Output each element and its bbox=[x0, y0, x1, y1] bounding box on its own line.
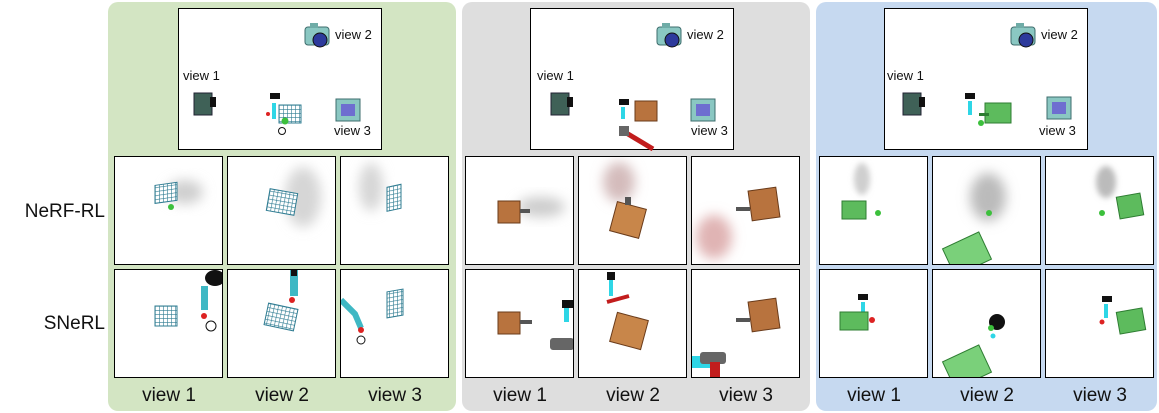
render-nerf-rl-view2 bbox=[932, 156, 1041, 265]
scene-setup-diagram: view 2 view 1 view 3 bbox=[530, 8, 734, 151]
panel-hammer: view 2 view 1 view 3 bbox=[462, 2, 810, 411]
row-label-snerl: SNeRL bbox=[43, 313, 105, 334]
scene-setup-diagram: view 2 view 1 view 3 bbox=[178, 8, 382, 150]
panel-soccer: view 2 view 1 view 3 bbox=[108, 2, 456, 411]
panel-drawer: view 2 view 1 view 3 bbox=[816, 2, 1157, 411]
column-label-view2: view 2 bbox=[960, 385, 1014, 406]
setup-label-view3: view 3 bbox=[334, 123, 371, 138]
render-snerl-view3 bbox=[1045, 269, 1154, 378]
column-label-view2: view 2 bbox=[606, 385, 660, 406]
camera-view2-icon bbox=[1010, 23, 1036, 48]
render-nerf-rl-view3 bbox=[340, 156, 449, 265]
setup-label-view3: view 3 bbox=[1039, 123, 1076, 138]
scene-setup-illustration bbox=[193, 23, 361, 135]
render-nerf-rl-view1 bbox=[114, 156, 223, 265]
render-nerf-rl-view1 bbox=[819, 156, 928, 265]
setup-label-view2: view 2 bbox=[335, 27, 372, 42]
setup-label-view2: view 2 bbox=[687, 27, 724, 42]
setup-label-view1: view 1 bbox=[183, 68, 220, 83]
scene-setup-illustration bbox=[550, 23, 716, 151]
render-nerf-rl-view3 bbox=[1045, 156, 1154, 265]
camera-view1-icon bbox=[902, 92, 925, 116]
render-nerf-rl-view2 bbox=[578, 156, 687, 265]
render-nerf-rl-view2 bbox=[227, 156, 336, 265]
column-label-view1: view 1 bbox=[142, 385, 196, 406]
setup-label-view1: view 1 bbox=[537, 68, 574, 83]
camera-view1-icon bbox=[550, 92, 573, 116]
render-snerl-view2 bbox=[227, 269, 336, 378]
column-label-view2: view 2 bbox=[255, 385, 309, 406]
camera-view3-icon bbox=[1046, 96, 1072, 120]
render-snerl-view2 bbox=[578, 269, 687, 378]
setup-label-view1: view 1 bbox=[887, 68, 924, 83]
column-label-view3: view 3 bbox=[368, 385, 422, 406]
scene-setup-illustration bbox=[902, 23, 1072, 126]
camera-view2-icon bbox=[304, 23, 330, 48]
camera-view2-icon bbox=[656, 23, 682, 48]
camera-view3-icon bbox=[335, 98, 361, 122]
render-nerf-rl-view3 bbox=[691, 156, 800, 265]
render-snerl-view3 bbox=[340, 269, 449, 378]
row-label-nerf-rl: NeRF-RL bbox=[24, 201, 105, 222]
render-snerl-view1 bbox=[819, 269, 928, 378]
column-label-view1: view 1 bbox=[493, 385, 547, 406]
column-label-view3: view 3 bbox=[1073, 385, 1127, 406]
render-snerl-view2 bbox=[932, 269, 1041, 378]
render-snerl-view3 bbox=[691, 269, 800, 378]
scene-setup-diagram: view 2 view 1 view 3 bbox=[884, 8, 1088, 150]
column-label-view1: view 1 bbox=[847, 385, 901, 406]
setup-label-view3: view 3 bbox=[691, 123, 728, 138]
camera-view3-icon bbox=[690, 98, 716, 122]
column-label-view3: view 3 bbox=[719, 385, 773, 406]
setup-label-view2: view 2 bbox=[1041, 27, 1078, 42]
camera-view1-icon bbox=[193, 92, 216, 116]
render-snerl-view1 bbox=[465, 269, 574, 378]
render-snerl-view1 bbox=[114, 269, 223, 378]
render-nerf-rl-view1 bbox=[465, 156, 574, 265]
